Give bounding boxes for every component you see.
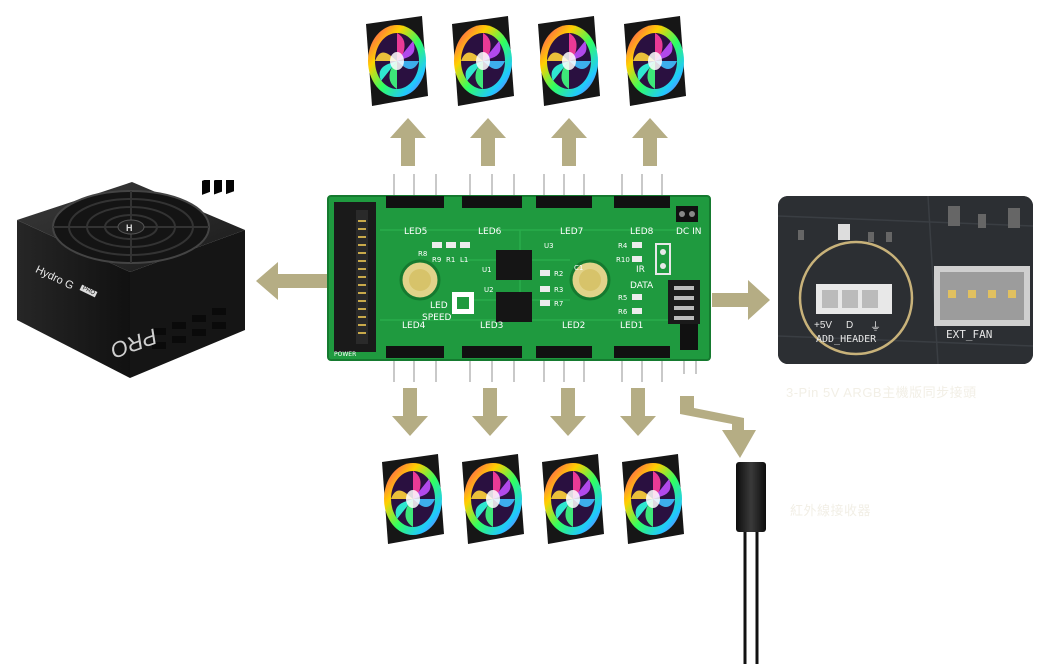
- argb-fan-bottom-2: [462, 454, 524, 544]
- r4-label: R4: [618, 242, 628, 250]
- pin-d-label: D: [846, 320, 854, 331]
- arrow-right-motherboard: [712, 280, 770, 320]
- u2-label: U2: [484, 286, 494, 294]
- led1-label: LED1: [620, 321, 643, 331]
- ir-receiver-sensor: [728, 458, 774, 664]
- arrow-down-2: [472, 388, 508, 436]
- led4-label: LED4: [402, 321, 426, 331]
- u1-label: U1: [482, 266, 492, 274]
- argb-fan-top-4: [624, 16, 686, 106]
- argb-fan-bottom-1: [382, 454, 444, 544]
- argb-fan-top-2: [452, 16, 514, 106]
- argb-fan-bottom-3: [542, 454, 604, 544]
- arrow-up-3: [551, 118, 587, 166]
- motherboard-sync-caption: 3-Pin 5V ARGB主機版同步接頭: [786, 385, 977, 400]
- dc-in-label: DC IN: [676, 227, 701, 237]
- r5-label: R5: [618, 294, 627, 302]
- led7-label: LED7: [560, 227, 583, 237]
- argb-hub-pcb: LED5 LED6 LED7 LED8 LED4 LED3 LED2 LED1 …: [320, 170, 715, 384]
- r1-label: R1: [446, 256, 455, 264]
- l1-label: L1: [460, 256, 468, 264]
- data-label: DATA: [630, 281, 654, 291]
- u3-label: U3: [544, 242, 554, 250]
- arrow-down-4: [620, 388, 656, 436]
- r8-label: R8: [418, 250, 427, 258]
- r9-label: R9: [432, 256, 441, 264]
- ext-fan-label: EXT_FAN: [946, 328, 993, 341]
- r2-label: R2: [554, 270, 563, 278]
- motherboard-header-photo: +5V D ⏚ ADD_HEADER EXT_FAN: [778, 196, 1033, 364]
- ir-label: IR: [636, 265, 645, 275]
- pin-gnd-label: ⏚: [870, 321, 881, 333]
- led6-label: LED6: [478, 227, 502, 237]
- arrow-elbow-ir: [680, 396, 756, 458]
- power-label: POWER: [334, 351, 356, 358]
- argb-fan-top-3: [538, 16, 600, 106]
- led5-label: LED5: [404, 227, 427, 237]
- argb-fan-top-1: [366, 16, 428, 106]
- led3-label: LED3: [480, 321, 503, 331]
- r10-label: R10: [616, 256, 630, 264]
- arrow-up-4: [632, 118, 668, 166]
- led8-label: LED8: [630, 227, 654, 237]
- pin-5v-label: +5V: [814, 320, 833, 331]
- led2-label: LED2: [562, 321, 585, 331]
- arrow-up-2: [470, 118, 506, 166]
- arrow-left-psu: [256, 262, 328, 300]
- arrow-down-3: [550, 388, 586, 436]
- c1-label: C1: [574, 264, 583, 272]
- add-header-label: ADD_HEADER: [816, 334, 877, 345]
- led-speed-label-2: SPEED: [422, 313, 452, 323]
- ir-sensor-caption: 紅外線接收器: [790, 503, 872, 518]
- argb-fan-bottom-4: [622, 454, 684, 544]
- arrow-down-1: [392, 388, 428, 436]
- r3-label: R3: [554, 286, 563, 294]
- arrow-up-1: [390, 118, 426, 166]
- power-supply-unit: H Hydro G PRO PRO: [12, 180, 250, 380]
- r6-label: R6: [618, 308, 628, 316]
- led-speed-label-1: LED: [430, 301, 448, 311]
- r7-label: R7: [554, 300, 563, 308]
- svg-text:H: H: [126, 223, 133, 233]
